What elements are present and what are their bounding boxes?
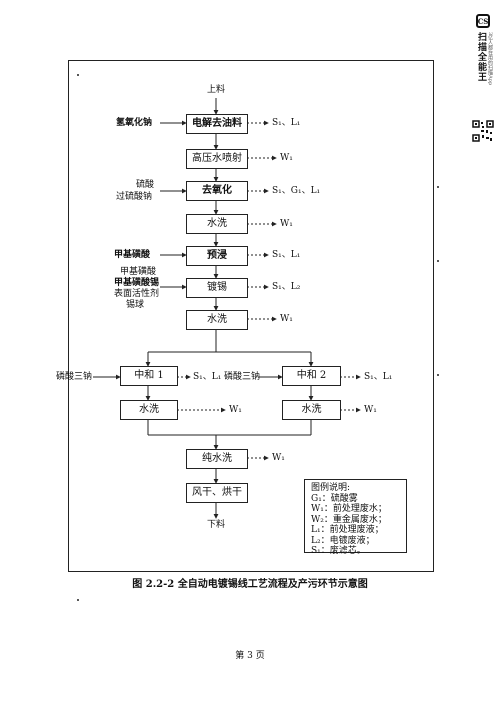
emission-s6: S₁、L₂ — [272, 282, 301, 292]
step-neutralize-1: 中和 1 — [120, 366, 178, 386]
legend-title: 图例说明: — [311, 483, 351, 493]
legend-item: L₂：电镀废液； — [311, 535, 375, 546]
emission-w1: W₁ — [229, 405, 242, 415]
scanner-app-rail: CS 扫描全能王 3亿人都在用的扫描App — [472, 14, 494, 104]
legend-item: G₁：硫酸雾 — [311, 493, 358, 504]
emission-s3: S₁、G₁、L₁ — [272, 186, 321, 196]
input-tin-msa: 甲基磺酸锡 — [114, 278, 160, 288]
flow-output-label: 下料 — [207, 520, 226, 530]
emission-s5: S₁、L₁ — [272, 250, 301, 260]
legend-box: 图例说明: G₁：硫酸雾 W₁：前处理废水； W₂：重金属废水； L₁：前处理废… — [304, 479, 407, 556]
page-number: 第 3 页 — [235, 651, 265, 661]
cs-logo-icon: CS — [476, 14, 490, 28]
scan-speck — [437, 374, 439, 376]
input-methanesulfonic-acid: 甲基磺酸 — [114, 250, 151, 260]
input-sodium-persulfate: 过硫酸钠 — [116, 192, 153, 202]
step-predip: 预浸 — [186, 246, 248, 266]
emission-n2: S₁、L₁ — [364, 372, 393, 382]
step-rinse-right: 水洗 — [282, 400, 341, 420]
flow-input-label: 上料 — [207, 85, 226, 95]
legend-item: L₁：前处理废液； — [311, 525, 384, 535]
diagram-frame — [68, 60, 434, 572]
step-tin-plating: 镀锡 — [186, 278, 248, 298]
input-tin-balls: 锡球 — [126, 300, 145, 310]
step-high-pressure-spray: 高压水喷射 — [186, 149, 248, 169]
scanner-app-subtitle: 3亿人都在用的扫描App — [487, 32, 493, 86]
step-air-dry-bake: 风干、烘干 — [186, 483, 248, 503]
figure-caption: 图 2.2-2 全自动电镀锡线工艺流程及产污环节示意图 — [132, 579, 368, 590]
legend-item: S₁：废滤芯。 — [311, 546, 366, 556]
input-sulfuric-acid: 硫酸 — [136, 180, 155, 190]
input-surfactant: 表面活性剂 — [114, 289, 160, 299]
scan-speck — [77, 74, 79, 76]
legend-item: W₂：重金属废水； — [311, 514, 387, 525]
step-electrolytic-degrease: 电解去油料 — [186, 114, 248, 134]
legend-item: W₁：前处理废水； — [311, 504, 387, 514]
step-rinse-1: 水洗 — [186, 214, 248, 234]
scan-speck — [77, 599, 79, 601]
input-trisodium-phosphate-1: 磷酸三钠 — [56, 372, 93, 382]
scanner-app-name: 扫描全能王 — [476, 32, 486, 82]
step-rinse-left: 水洗 — [120, 400, 178, 420]
qr-code-icon — [472, 120, 494, 142]
emission-n1: S₁、L₁ — [193, 372, 222, 382]
input-msa: 甲基磺酸 — [120, 267, 157, 277]
input-sodium-hydroxide: 氢氧化钠 — [116, 118, 153, 128]
scan-speck — [437, 186, 439, 188]
step-rinse-2: 水洗 — [186, 310, 248, 330]
emission-s4: W₁ — [280, 219, 293, 229]
step-deoxidize: 去氧化 — [186, 181, 248, 201]
emission-w2: W₁ — [364, 405, 377, 415]
emission-s7: W₁ — [280, 314, 293, 324]
emission-s1: S₁、L₁ — [272, 118, 301, 128]
step-pure-water-rinse: 纯水洗 — [186, 449, 248, 469]
scan-speck — [437, 260, 439, 262]
input-trisodium-phosphate-2: 磷酸三钠 — [224, 372, 261, 382]
step-neutralize-2: 中和 2 — [282, 366, 341, 386]
emission-s2: W₁ — [280, 153, 293, 163]
emission-pure: W₁ — [272, 453, 285, 463]
